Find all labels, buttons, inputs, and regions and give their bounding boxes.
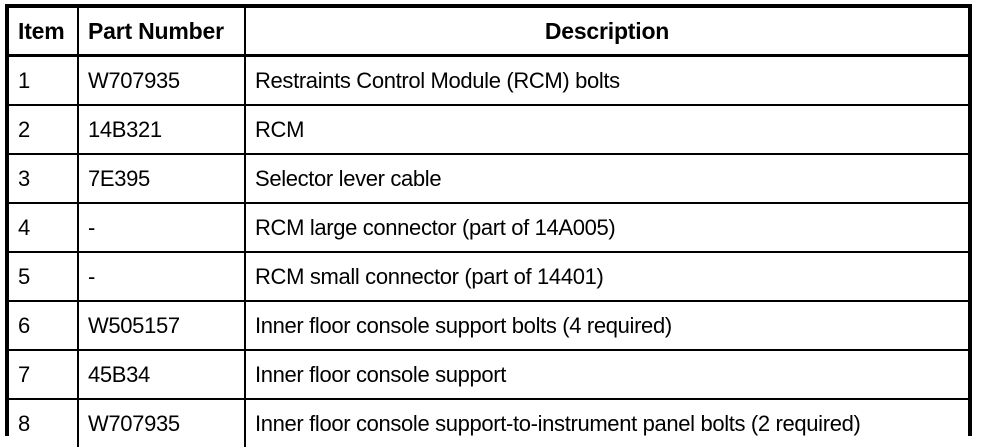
parts-reference-table: Item Part Number Description 1 W707935 R…: [9, 8, 968, 447]
cell-part-number: 45B34: [78, 350, 245, 399]
table-body: 1 W707935 Restraints Control Module (RCM…: [9, 56, 968, 447]
cell-item: 6: [9, 301, 78, 350]
cell-description: RCM large connector (part of 14A005): [245, 203, 968, 252]
table-row: 8 W707935 Inner floor console support-to…: [9, 399, 968, 447]
cell-part-number: W707935: [78, 56, 245, 106]
table-header-row: Item Part Number Description: [9, 8, 968, 56]
cell-item: 4: [9, 203, 78, 252]
cell-item: 3: [9, 154, 78, 203]
parts-table-container: Item Part Number Description 1 W707935 R…: [5, 4, 972, 436]
cell-item: 8: [9, 399, 78, 447]
cell-part-number: W707935: [78, 399, 245, 447]
cell-part-number: 14B321: [78, 105, 245, 154]
cell-description: Inner floor console support bolts (4 req…: [245, 301, 968, 350]
column-header-part-number: Part Number: [78, 8, 245, 56]
cell-description: Inner floor console support: [245, 350, 968, 399]
table-row: 3 7E395 Selector lever cable: [9, 154, 968, 203]
cell-description: RCM small connector (part of 14401): [245, 252, 968, 301]
cell-description: Selector lever cable: [245, 154, 968, 203]
cell-item: 5: [9, 252, 78, 301]
column-header-item: Item: [9, 8, 78, 56]
column-header-description: Description: [245, 8, 968, 56]
cell-description: Inner floor console support-to-instrumen…: [245, 399, 968, 447]
table-row: 5 - RCM small connector (part of 14401): [9, 252, 968, 301]
cell-part-number: W505157: [78, 301, 245, 350]
table-row: 1 W707935 Restraints Control Module (RCM…: [9, 56, 968, 106]
table-row: 4 - RCM large connector (part of 14A005): [9, 203, 968, 252]
cell-part-number: 7E395: [78, 154, 245, 203]
table-row: 7 45B34 Inner floor console support: [9, 350, 968, 399]
table-header: Item Part Number Description: [9, 8, 968, 56]
cell-part-number: -: [78, 203, 245, 252]
cell-item: 2: [9, 105, 78, 154]
cell-description: RCM: [245, 105, 968, 154]
cell-part-number: -: [78, 252, 245, 301]
cell-description: Restraints Control Module (RCM) bolts: [245, 56, 968, 106]
cell-item: 7: [9, 350, 78, 399]
cell-item: 1: [9, 56, 78, 106]
table-row: 6 W505157 Inner floor console support bo…: [9, 301, 968, 350]
table-row: 2 14B321 RCM: [9, 105, 968, 154]
